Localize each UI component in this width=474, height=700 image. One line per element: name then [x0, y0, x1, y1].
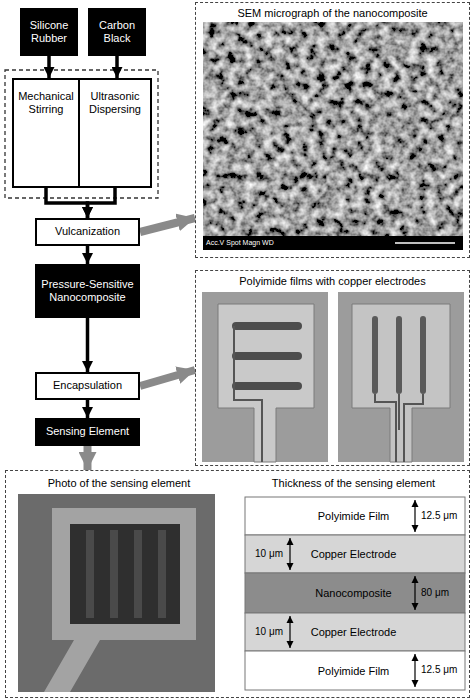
sensing-photo — [134, 530, 142, 618]
layer-stack — [245, 651, 465, 690]
sem-micrograph — [203, 22, 463, 250]
dimension-arrow — [290, 500, 415, 687]
layer-stack — [245, 573, 465, 613]
sensing-photo — [18, 494, 215, 692]
callout-arrow — [84, 446, 92, 470]
panel-title: SEM micrograph of the nanocomposite — [237, 7, 427, 20]
process-box: Mechanical Stirring — [12, 78, 80, 188]
process-box: Vulcanization — [35, 218, 140, 246]
film-photo-left — [232, 382, 302, 390]
material-box: Silicone Rubber — [20, 8, 78, 56]
flow-arrow — [86, 318, 90, 372]
panel-title: Thickness of the sensing element — [241, 477, 466, 490]
film-photo-right — [375, 394, 423, 462]
film-photo-left — [218, 304, 314, 462]
sem-micrograph — [395, 242, 455, 244]
film-photo-right — [372, 316, 378, 394]
film-photo-left — [202, 292, 328, 462]
film-photo-left — [234, 326, 262, 462]
figure-panel: Polyimide films with copper electrodes — [195, 270, 470, 466]
result-box: Sensing Element — [35, 418, 140, 446]
box-label: Vulcanization — [55, 225, 120, 238]
box-label: Ultrasonic Dispersing — [84, 90, 146, 116]
film-photo-right — [352, 304, 450, 462]
figure-panel: Photo of the sensing element Thickness of… — [5, 470, 470, 698]
box-label: Sensing Element — [46, 425, 129, 438]
film-photo-right — [396, 316, 402, 394]
dimension-label: 10 μm — [245, 626, 283, 638]
dimension-label: 12.5 μm — [421, 510, 465, 522]
film-photo-right — [338, 292, 464, 462]
flow-arrow — [47, 56, 51, 78]
callout-arrow — [140, 370, 195, 386]
dimension-arrow — [414, 576, 415, 610]
film-photo-right — [420, 316, 426, 394]
box-label: Silicone Rubber — [24, 19, 74, 45]
box-label: Polyimide Film — [318, 510, 390, 523]
dimension-label: 12.5 μm — [421, 664, 465, 676]
layer-stack — [245, 613, 465, 651]
dimension-arrow — [289, 616, 290, 648]
layer-name: Copper Electrode — [296, 536, 411, 574]
film-photo-left — [232, 352, 302, 360]
sensing-photo — [158, 530, 166, 618]
panel-title: Polyimide films with copper electrodes — [239, 275, 425, 288]
micrograph-info: Acc.V Spot Magn WD — [206, 239, 356, 247]
dimension-arrow — [414, 500, 415, 532]
layer-name: Nanocomposite — [296, 574, 411, 614]
process-box: Ultrasonic Dispersing — [78, 78, 152, 188]
layer-stack — [245, 497, 465, 690]
material-box: Carbon Black — [88, 8, 146, 56]
flow-arrow — [88, 188, 116, 218]
dimension-label: 80 μm — [421, 587, 465, 599]
group-frame — [5, 70, 158, 198]
box-label: Mechanical Stirring — [18, 90, 74, 116]
sensing-photo — [110, 530, 118, 618]
layer-stack — [245, 535, 465, 573]
dimension-arrow — [414, 654, 415, 687]
box-label: Encapsulation — [53, 379, 122, 392]
film-photo-left — [202, 292, 328, 462]
box-label: Copper Electrode — [311, 626, 397, 639]
sensing-photo — [18, 494, 215, 692]
sensing-photo — [70, 524, 180, 624]
flow-arrow — [46, 188, 88, 218]
box-label: Copper Electrode — [311, 548, 397, 561]
box-label: Nanocomposite — [315, 587, 391, 600]
box-label: Carbon Black — [92, 19, 142, 45]
flow-arrow — [86, 400, 90, 418]
figure-panel: SEM micrograph of the nanocomposite — [195, 2, 470, 258]
layer-stack — [245, 497, 465, 535]
flow-arrow — [115, 56, 119, 78]
sem-micrograph — [203, 22, 463, 238]
sensing-photo — [86, 530, 94, 618]
flow-arrow — [86, 246, 90, 264]
result-box: Pressure-Sensitive Nanocomposite — [35, 264, 140, 318]
box-label: Pressure-Sensitive Nanocomposite — [39, 278, 136, 304]
layer-name: Polyimide Film — [296, 498, 411, 536]
film-photo-left — [232, 322, 302, 330]
panel-title: Photo of the sensing element — [14, 477, 224, 490]
dimension-arrow — [289, 538, 290, 570]
box-label: Polyimide Film — [318, 665, 390, 678]
sensing-photo — [44, 508, 196, 692]
process-box: Encapsulation — [35, 372, 140, 400]
film-photo-right — [338, 292, 464, 462]
layer-name: Polyimide Film — [296, 652, 411, 691]
sem-micrograph — [203, 236, 463, 250]
callout-arrow — [140, 218, 195, 232]
dimension-label: 10 μm — [245, 548, 283, 560]
layer-name: Copper Electrode — [296, 614, 411, 652]
